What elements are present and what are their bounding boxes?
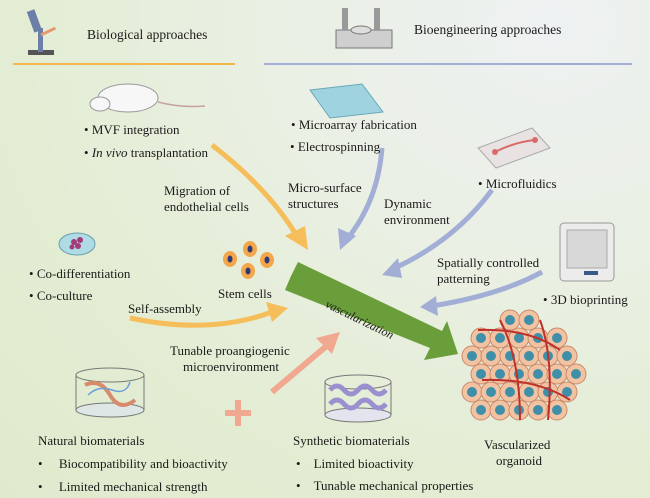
arrow-micro-surface xyxy=(346,147,385,240)
biological-header: Biological approaches xyxy=(87,27,208,42)
organoid-nucleus xyxy=(552,369,562,379)
organoid-nucleus xyxy=(524,387,534,397)
synthetic-hydrogel-icon xyxy=(324,374,392,423)
organoid-nucleus xyxy=(495,333,505,343)
blood-vessel xyxy=(481,378,571,401)
co-differentiation-item: • Co-differentiation xyxy=(29,266,131,281)
arrow-self-assembly xyxy=(129,309,273,328)
natural-hydrogel-icon xyxy=(75,367,145,418)
co-culture-item: • Co-culture xyxy=(29,288,93,303)
microfluidics-item: • Microfluidics xyxy=(478,176,557,191)
synthetic-item-2: • Tunable mechanical properties xyxy=(296,478,474,493)
organoid-nucleus xyxy=(562,387,572,397)
bioengineering-header: Bioengineering approaches xyxy=(414,22,562,37)
arrow-spatial-head xyxy=(420,296,438,316)
organoid-nucleus xyxy=(533,369,543,379)
bioprinter-icon xyxy=(559,222,615,282)
arrow-migration-head xyxy=(285,226,308,250)
natural-item-1: • Biocompatibility and bioactivity xyxy=(38,456,228,471)
mouse-icon xyxy=(89,83,206,113)
spatial-label-1: Spatially controlled xyxy=(437,255,540,270)
microarray-icon xyxy=(309,83,384,119)
arrow-vascularization xyxy=(285,262,458,360)
organoid-nucleus xyxy=(495,405,505,415)
arrow-tunable-head xyxy=(316,332,340,354)
stem-cells-label: Stem cells xyxy=(218,286,272,301)
natural-item-2: • Limited mechanical strength xyxy=(38,479,208,494)
organoid-label: organoid xyxy=(496,453,542,468)
organoid-nucleus xyxy=(552,405,562,415)
in-vivo-item: • In vivo transplantation xyxy=(84,145,209,160)
organoid-nucleus xyxy=(467,387,477,397)
organoid-nucleus xyxy=(476,405,486,415)
organoid-nucleus xyxy=(533,405,543,415)
synthetic-biomaterials-title: Synthetic biomaterials xyxy=(293,433,410,448)
organoid-nucleus xyxy=(571,369,581,379)
bioreactor-icon xyxy=(335,8,393,49)
organoid-nucleus xyxy=(562,351,572,361)
organoid-nucleus xyxy=(524,351,534,361)
organoid-nucleus xyxy=(514,333,524,343)
organoid-nucleus xyxy=(467,351,477,361)
micro-surface-label-2: structures xyxy=(288,196,339,211)
migration-label-1: Migration of xyxy=(164,183,231,198)
microfluidic-chip-icon xyxy=(477,127,551,169)
natural-biomaterials-title: Natural biomaterials xyxy=(38,433,145,448)
micro-surface-label-1: Micro-surface xyxy=(288,180,362,195)
microarray-item: • Microarray fabrication xyxy=(291,117,417,132)
arrow-dynamic-head xyxy=(382,258,402,278)
organoid-nucleus xyxy=(495,369,505,379)
blood-vessel xyxy=(499,319,521,421)
organoid-nucleus xyxy=(505,387,515,397)
organoid-nucleus xyxy=(505,315,515,325)
migration-label-2: endothelial cells xyxy=(164,199,249,214)
tunable-label-1: Tunable proangiogenic xyxy=(170,343,290,358)
synthetic-item-1: • Limited bioactivity xyxy=(296,456,414,471)
blood-vessel xyxy=(539,319,551,421)
bioprinting-item: • 3D bioprinting xyxy=(543,292,628,307)
blood-vessel xyxy=(477,328,561,351)
arrow-spatial xyxy=(431,269,544,309)
plus-icon xyxy=(225,400,251,426)
self-assembly-label: Self-assembly xyxy=(128,301,202,316)
organoid-nucleus xyxy=(486,387,496,397)
arrow-self-assembly-head xyxy=(266,302,288,322)
organoid-nucleus xyxy=(476,369,486,379)
arrow-micro-surface-head xyxy=(338,228,356,250)
mvf-item: • MVF integration xyxy=(84,122,180,137)
arrow-migration xyxy=(210,143,301,240)
petri-dish-icon xyxy=(58,232,96,256)
organoid-nucleus xyxy=(486,351,496,361)
organoid-nucleus xyxy=(552,333,562,343)
organoid-nucleus xyxy=(524,315,534,325)
tunable-label-2: microenvironment xyxy=(183,359,280,374)
dynamic-label-2: environment xyxy=(384,212,450,227)
microscope-icon xyxy=(26,9,57,55)
organoid-nucleus xyxy=(476,333,486,343)
arrow-dynamic xyxy=(393,188,495,271)
arrow-tunable xyxy=(270,340,332,395)
dynamic-label-1: Dynamic xyxy=(384,196,432,211)
stem-cells-icon xyxy=(223,241,274,279)
vascularized-label: Vascularized xyxy=(484,437,551,452)
spatial-label-2: patterning xyxy=(437,271,490,286)
vascularized-organoid-icon xyxy=(461,309,587,421)
electrospinning-item: • Electrospinning xyxy=(290,139,381,154)
